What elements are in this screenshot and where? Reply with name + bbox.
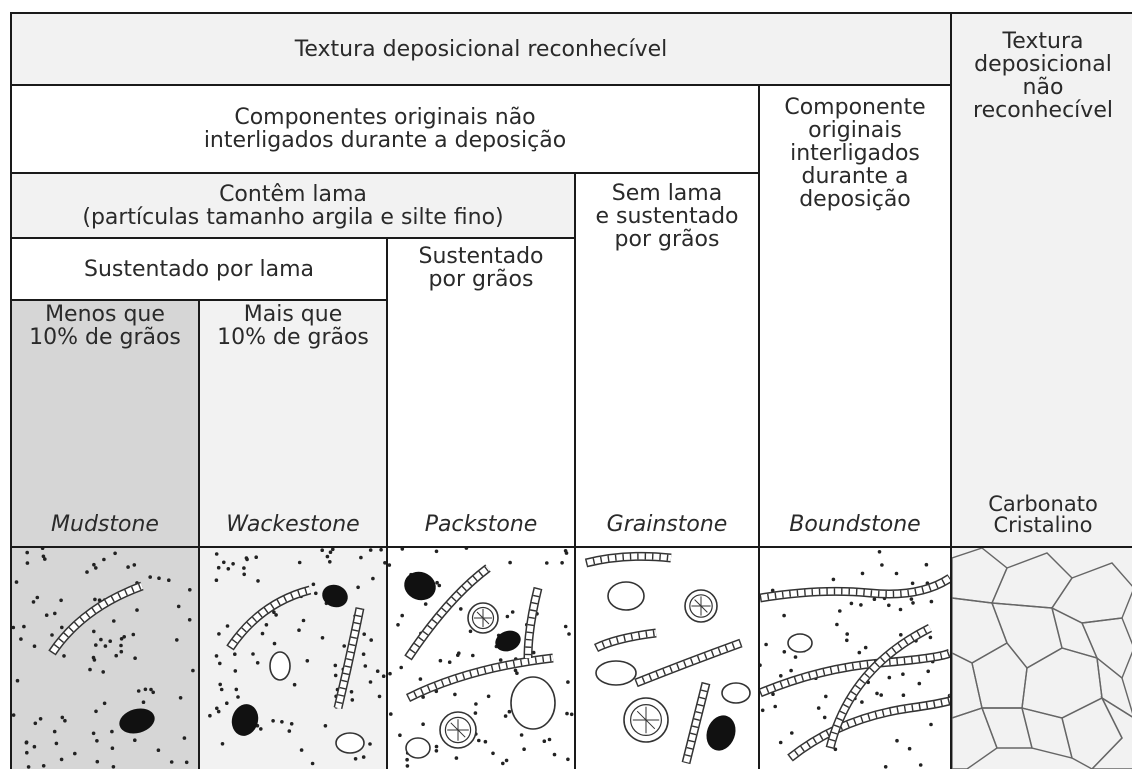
grainstone-illustration [576,548,758,769]
label-crystalline: Carbonato Cristalino [952,484,1132,546]
packstone-illustration [388,548,574,769]
crystalline-illustration [952,548,1132,769]
label-packstone: Packstone [388,454,574,546]
classification-table: Textura deposicional reconhecível Textur… [10,12,1132,769]
label-wackestone: Wackestone [200,454,386,546]
label-grainstone: Grainstone [576,454,758,546]
label-boundstone: Boundstone [760,454,950,546]
header-not-recognizable: Textura deposicional não reconhecível [952,14,1132,546]
header-recognizable: Textura deposicional reconhecível [12,14,950,84]
header-not-interlinked: Componentes originais não interligados d… [12,86,758,172]
header-contains-mud: Contêm lama (partículas tamanho argila e… [12,174,574,237]
header-mud-supported: Sustentado por lama [12,239,386,299]
boundstone-illustration [760,548,950,769]
label-mudstone: Mudstone [12,454,198,546]
mudstone-illustration [12,548,198,769]
wackestone-illustration [200,548,386,769]
